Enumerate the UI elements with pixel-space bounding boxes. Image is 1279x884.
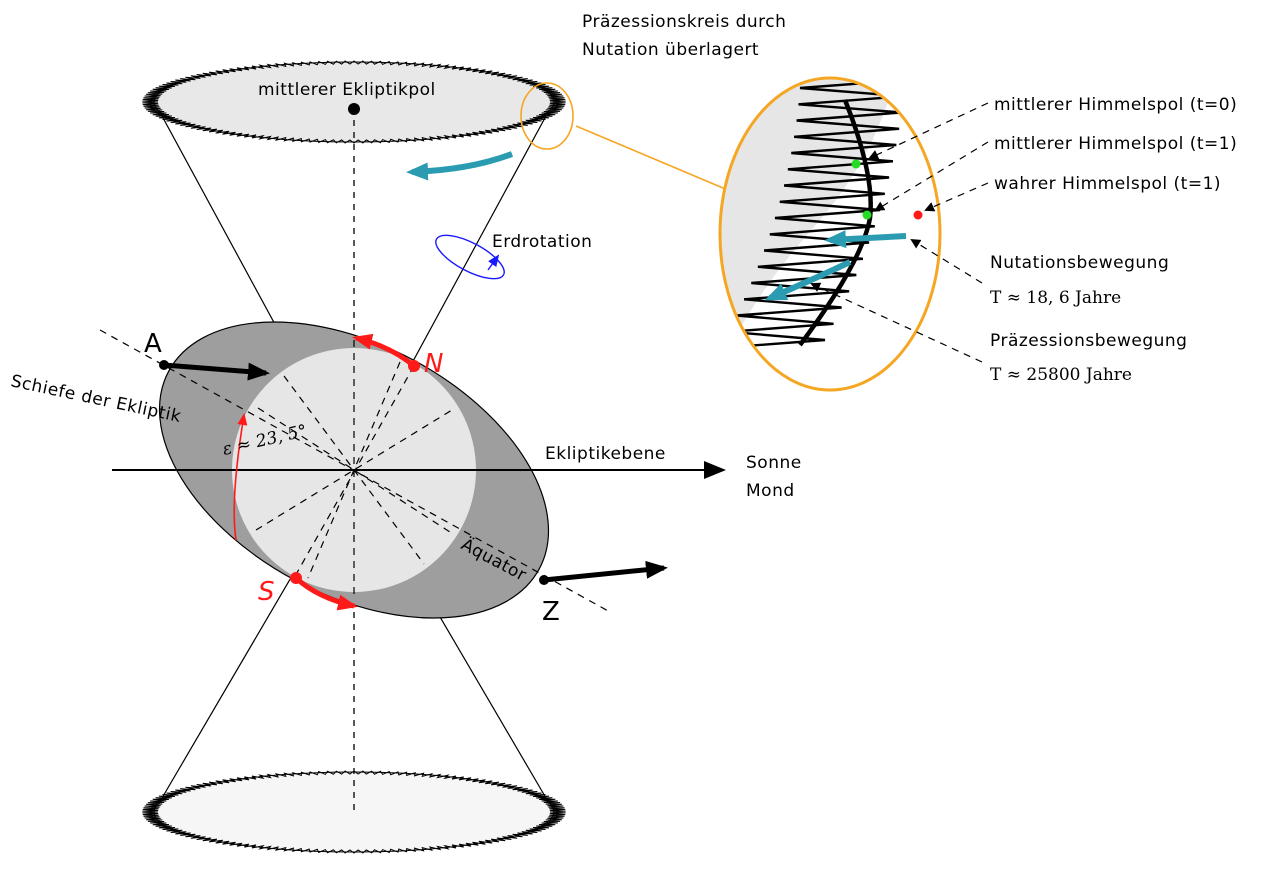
point-n-label: N <box>424 349 443 379</box>
zoom-leader-lines <box>810 102 989 363</box>
point-s-label: S <box>258 577 275 607</box>
zoom-source-ellipse <box>520 82 574 150</box>
mean-pole-t1-dot <box>862 210 872 220</box>
precession-period-label: T ≈ 25800 Jahre <box>990 365 1132 385</box>
true-pole-t1-dot <box>913 210 923 220</box>
precession-arrow <box>406 151 514 181</box>
earth-rotation-indicator <box>435 234 505 280</box>
mean-ecliptic-pole-dot <box>348 103 360 115</box>
ecliptic-plane-label: Ekliptikebene <box>545 444 666 464</box>
moon-label: Mond <box>746 481 795 501</box>
point-z-label: Z <box>542 597 560 627</box>
south-pole-dot <box>290 572 302 584</box>
north-pole-dot <box>408 360 420 372</box>
precession-motion-label: Präzessionsbewegung <box>990 331 1187 351</box>
top-precession-circle <box>142 60 566 144</box>
earth-rotation-label: Erdrotation <box>492 232 592 252</box>
mean-pole-t0-dot <box>851 159 861 169</box>
zoom-detail <box>718 76 942 392</box>
mean-pole-t0-label: mittlerer Himmelspol (t=0) <box>994 95 1237 115</box>
nutation-motion-label: Nutationsbewegung <box>990 253 1169 273</box>
mean-ecliptic-pole-label: mittlerer Ekliptikpol <box>258 80 436 100</box>
point-a-dot <box>159 360 169 370</box>
precession-title-line2: Nutation überlagert <box>582 40 759 60</box>
force-arrow-a <box>163 362 270 381</box>
precession-title-line1: Präzessionskreis durch <box>582 12 786 32</box>
sun-label: Sonne <box>746 453 802 473</box>
point-a-label: A <box>144 329 162 359</box>
point-z-dot <box>539 575 549 585</box>
zoom-connector <box>575 125 743 197</box>
true-pole-t1-label: wahrer Himmelspol (t=1) <box>994 174 1221 194</box>
force-arrow-z <box>543 560 668 583</box>
mean-pole-t1-label: mittlerer Himmelspol (t=1) <box>994 134 1237 154</box>
nutation-period-label: T ≈ 18, 6 Jahre <box>990 288 1121 308</box>
obliquity-label: Schiefe der Ekliptik <box>9 371 183 427</box>
obliquity-arc <box>233 413 248 541</box>
